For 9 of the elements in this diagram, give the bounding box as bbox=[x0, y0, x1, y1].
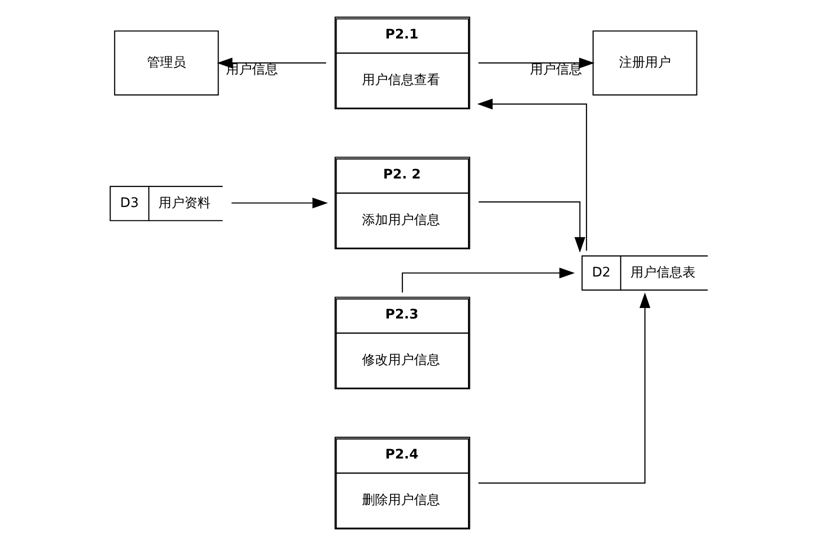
arrow bbox=[478, 58, 594, 68]
arrow bbox=[478, 201, 585, 253]
arrow bbox=[478, 292, 650, 484]
arrow bbox=[231, 198, 328, 208]
node-box: 注册用户 bbox=[592, 30, 697, 96]
edge-label: 用户信息 bbox=[530, 62, 582, 78]
arrow bbox=[476, 98, 587, 251]
node-box: 管理员 bbox=[114, 30, 218, 96]
arrow bbox=[401, 268, 574, 292]
